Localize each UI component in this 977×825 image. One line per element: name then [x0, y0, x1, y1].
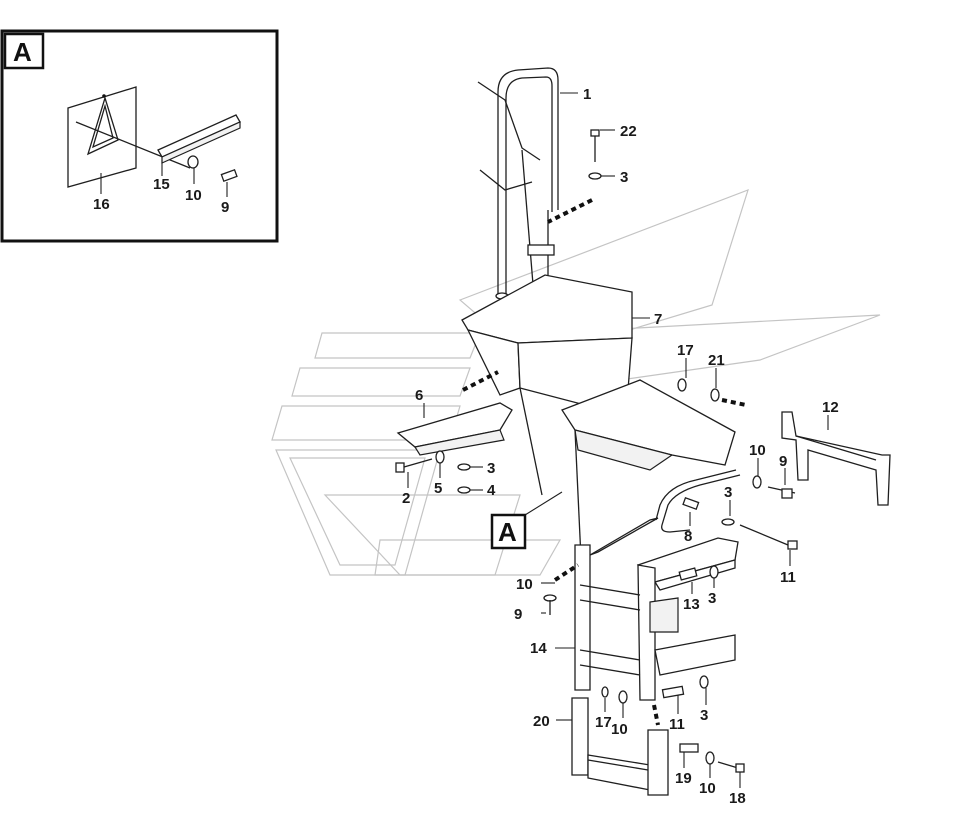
- handrail-loop-8: [655, 469, 798, 550]
- label-14: 14: [530, 640, 547, 657]
- label-15: 15: [153, 176, 170, 193]
- label-11: 11: [780, 569, 796, 586]
- label-4: 4: [487, 482, 496, 499]
- callout-a-tag: A: [498, 517, 517, 547]
- label-9: 9: [779, 453, 787, 470]
- label-7: 7: [654, 311, 662, 328]
- part-labels: 1 22 3 7 17 21 12 6 3 4 5 2 10 9 3 8 11 …: [402, 86, 839, 807]
- label-10: 10: [699, 780, 716, 797]
- label-16: 16: [93, 196, 110, 213]
- label-3: 3: [724, 484, 732, 501]
- label-10: 10: [516, 576, 533, 593]
- label-1: 1: [583, 86, 591, 103]
- label-13: 13: [683, 596, 700, 613]
- label-3: 3: [620, 169, 628, 186]
- label-17: 17: [677, 342, 694, 359]
- label-21: 21: [708, 352, 725, 369]
- bracket-12: [781, 411, 891, 506]
- label-18: 18: [729, 790, 746, 807]
- detail-a-tag: A: [13, 37, 32, 67]
- platform-7: [461, 274, 736, 581]
- bolt-2-set: [395, 450, 471, 494]
- ladder-14: [543, 517, 736, 704]
- label-3: 3: [700, 707, 708, 724]
- bracket-6: [396, 370, 513, 456]
- bolt-9-right: [752, 475, 796, 499]
- label-20: 20: [533, 713, 550, 730]
- label-10: 10: [749, 442, 766, 459]
- reflector-plate: [67, 86, 137, 188]
- bolt-9: [220, 168, 238, 182]
- label-22: 22: [620, 123, 637, 140]
- leader-lines: [407, 92, 829, 788]
- label-3: 3: [487, 460, 495, 477]
- label-2: 2: [402, 490, 410, 507]
- label-10: 10: [185, 187, 202, 204]
- callout-a: A: [490, 491, 563, 550]
- label-9: 9: [221, 199, 229, 216]
- label-17: 17: [595, 714, 612, 731]
- label-8: 8: [684, 528, 692, 545]
- bolt-22-set: [547, 129, 602, 224]
- warning-triangle: [86, 95, 119, 156]
- label-6: 6: [415, 387, 423, 404]
- label-3: 3: [708, 590, 716, 607]
- bracket-13: [636, 537, 739, 591]
- label-12: 12: [822, 399, 839, 416]
- step-20: [571, 697, 745, 796]
- bolt-17-21-set: [677, 378, 747, 407]
- washer-10: [187, 155, 199, 169]
- label-11: 11: [669, 716, 685, 733]
- label-5: 5: [434, 480, 442, 497]
- label-10: 10: [611, 721, 628, 738]
- label-9: 9: [514, 606, 522, 623]
- label-19: 19: [675, 770, 692, 787]
- detail-a-inset: A 15 10 9 16: [0, 29, 279, 243]
